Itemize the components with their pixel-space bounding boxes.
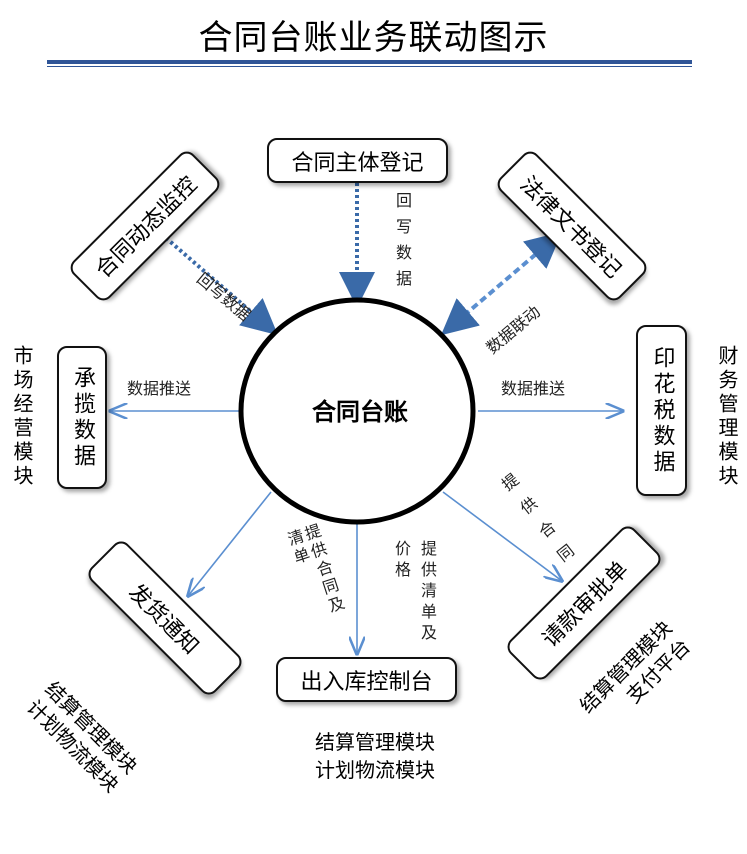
box-stamp-tax-label: 印花税数据: [649, 345, 675, 476]
box-subject-register: 合同主体登记: [267, 138, 448, 183]
arrow-legal-center-link: [440, 231, 563, 336]
module-finance: 财务管理模块: [715, 345, 739, 489]
box-underwriting-label: 承揽数据: [70, 365, 95, 470]
arrow-monitor-to-center: [164, 236, 279, 336]
module-market: 市场经营模块: [10, 345, 34, 489]
module-bottom-line2: 计划物流模块: [315, 758, 435, 782]
label-push-right: 数据推送: [501, 379, 566, 398]
module-bottom: 结算管理模块 计划物流模块: [290, 728, 460, 784]
arrow-center-to-shipping: [188, 491, 272, 596]
center-label: 合同台账: [312, 398, 408, 426]
center-ellipse: [238, 297, 476, 525]
label-provide-contract-list: 提供合同及清单: [228, 522, 348, 638]
label-write-back-top: 回写数据: [393, 192, 412, 296]
label-provide-list-price: 提供清单及价格: [392, 540, 437, 645]
box-warehouse-console-label: 出入库控制台: [300, 669, 433, 695]
box-warehouse-console: 出入库控制台: [276, 657, 457, 702]
connector-layer: [0, 183, 747, 793]
title-rule-thick: [47, 60, 692, 64]
title-rule-thin: [47, 66, 692, 67]
module-bottom-line1: 结算管理模块: [315, 730, 435, 754]
box-stamp-tax: 印花税数据: [636, 325, 687, 496]
box-subject-register-label: 合同主体登记: [291, 150, 424, 176]
box-underwriting: 承揽数据: [57, 346, 107, 489]
arrow-center-to-payment: [442, 491, 562, 581]
label-push-left: 数据推送: [127, 379, 192, 398]
page-title: 合同台账业务联动图示: [198, 18, 549, 58]
